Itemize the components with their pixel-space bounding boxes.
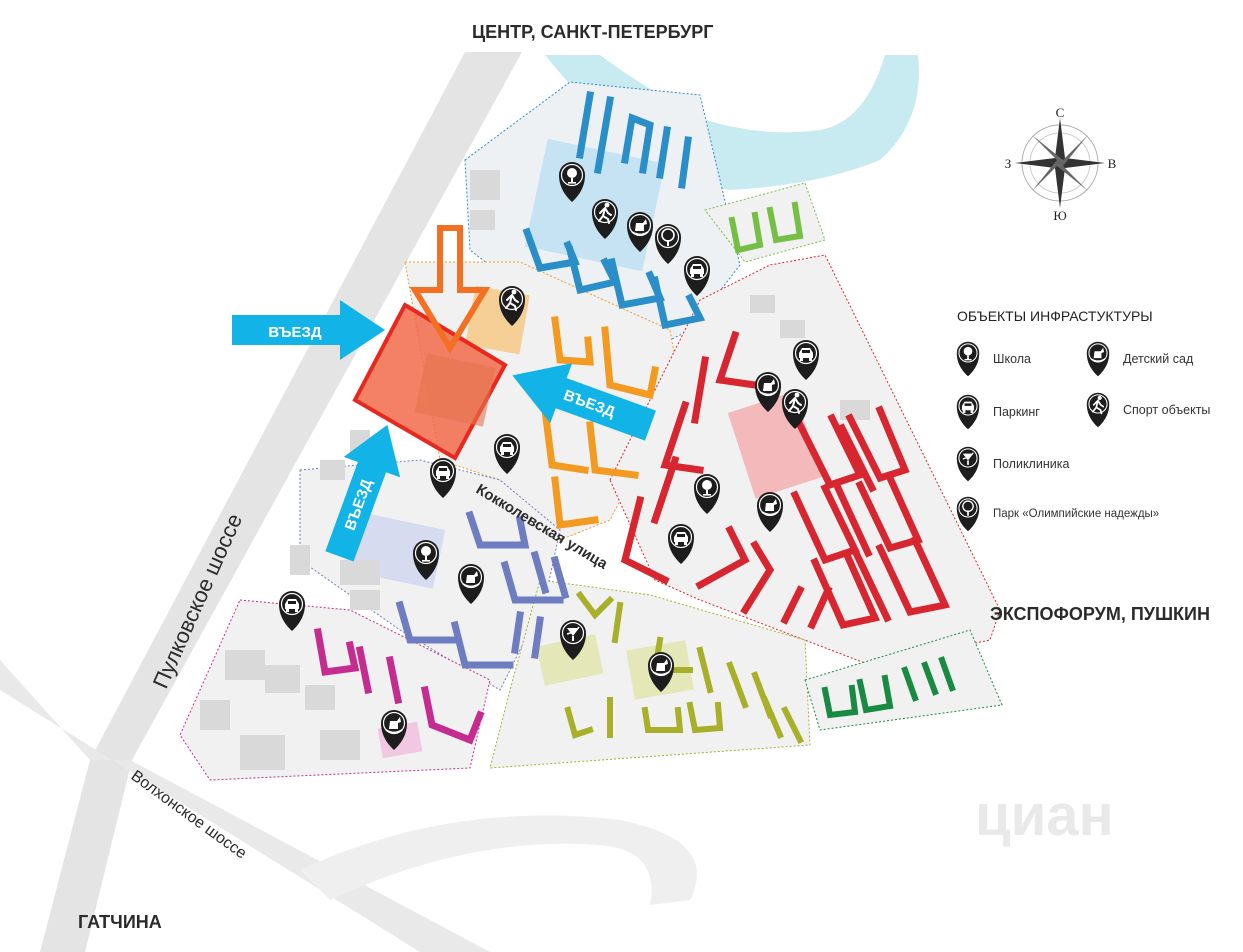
direction-north: ЦЕНТР, САНКТ-ПЕТЕРБУРГ (472, 22, 714, 42)
svg-text:ВЪЕЗД: ВЪЕЗД (268, 324, 322, 341)
orange-down-arrow (409, 225, 491, 354)
road-south (40, 760, 132, 952)
legend-item-kindergarten: Детский сад (1083, 340, 1193, 378)
school-icon (953, 340, 983, 378)
legend-item-clinic: Поликлиника (953, 445, 1069, 483)
legend-item-school: Школа (953, 340, 1031, 378)
clinic-icon (953, 445, 983, 483)
parking-icon (953, 393, 983, 431)
watermark: циан (975, 783, 1114, 848)
legend-item-parking: Паркинг (953, 393, 1040, 431)
legend-item-park: Парк «Олимпийские надежды» (953, 495, 1159, 533)
svg-text:З: З (1005, 156, 1012, 171)
pulkovo-road (90, 52, 522, 760)
direction-south-west: ГАТЧИНА (78, 912, 162, 932)
kindergarten-icon (1083, 340, 1113, 378)
park-icon (953, 495, 983, 533)
svg-text:В: В (1108, 156, 1117, 171)
river (545, 55, 919, 190)
svg-text:Ю: Ю (1053, 208, 1066, 223)
sport-icon (1083, 391, 1113, 429)
direction-east: ЭКСПОФОРУМ, ПУШКИН (990, 604, 1210, 624)
entrance-arrow-west: ВЪЕЗД (232, 300, 385, 360)
svg-text:С: С (1056, 105, 1065, 120)
ring-road (300, 815, 697, 905)
legend-title: ОБЪЕКТЫ ИНФРАСТУКТУРЫ (957, 308, 1153, 324)
infrastructure-legend: ОБЪЕКТЫ ИНФРАСТУКТУРЫ Школа Детский сад … (950, 300, 1240, 540)
compass-rose-icon: С Ю В З (1005, 105, 1117, 223)
legend-item-sport: Спорт объекты (1083, 391, 1210, 429)
